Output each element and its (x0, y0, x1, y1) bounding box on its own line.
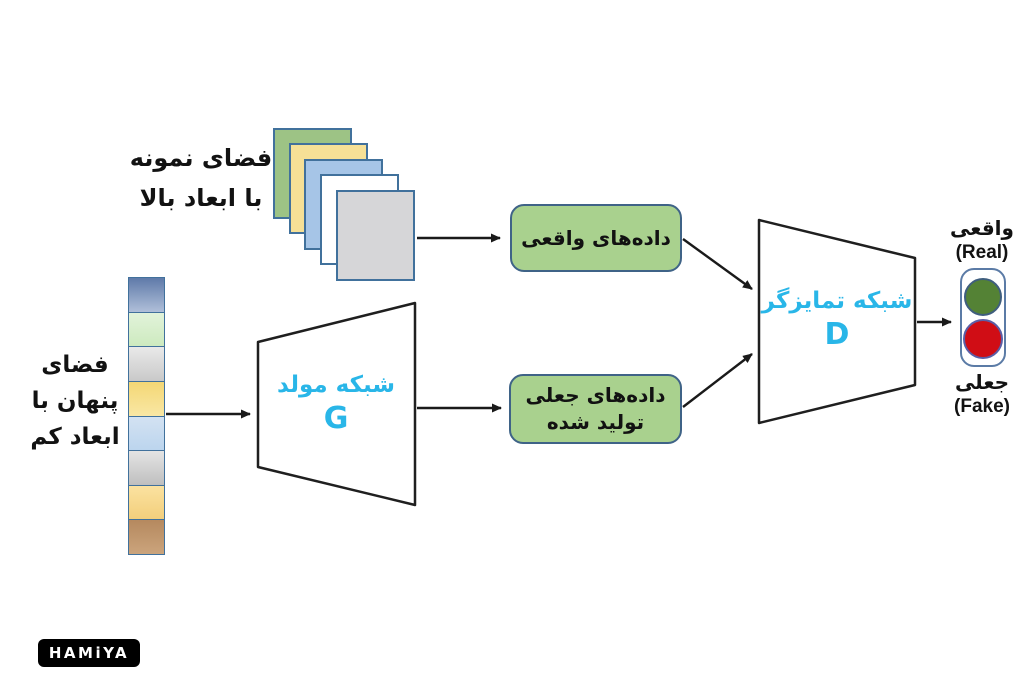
latent-space-label-line1: فضای (41, 352, 109, 378)
hamiya-logo-text: HAMiYA (48, 644, 130, 662)
fake-data-box-label-line1: داده‌های جعلی (525, 383, 666, 407)
output-fake-label: جعلی (Fake) (934, 370, 1024, 418)
generator-trapezoid (256, 301, 417, 507)
latent-cell (128, 311, 165, 348)
real-data-box-label: داده‌های واقعی (521, 225, 671, 250)
discriminator-trapezoid (757, 218, 917, 425)
output-fake-label-en: (Fake) (954, 396, 1010, 417)
latent-cell (128, 519, 165, 555)
latent-space-label: فضای پنهان با ابعاد کم (18, 347, 132, 455)
output-indicator (960, 268, 1006, 367)
latent-vector-column (128, 277, 165, 555)
sample-card-gray (336, 190, 415, 281)
generator-label: شبکه مولد G (260, 371, 412, 436)
arrow-real-box-to-discriminator (682, 238, 753, 290)
sample-space-label-line2: با ابعاد بالا (139, 184, 263, 212)
sample-space-label: فضای نمونه با ابعاد بالا (116, 138, 286, 218)
latent-cell (128, 415, 165, 452)
output-real-label-fa: واقعی (950, 216, 1014, 240)
latent-space-label-line3: ابعاد کم (30, 424, 120, 450)
arrow-fake-box-to-discriminator (682, 353, 753, 408)
real-light-circle (964, 278, 1002, 316)
latent-cell (128, 484, 165, 521)
generator-symbol: G (323, 401, 349, 436)
discriminator-title: شبکه تمایزگر (761, 288, 913, 314)
latent-space-label-line2: پنهان با (31, 388, 119, 414)
fake-data-box: داده‌های جعلی تولید شده (509, 374, 682, 444)
latent-cell (128, 346, 165, 382)
latent-cell (128, 450, 165, 486)
sample-images-stack (273, 128, 416, 282)
real-data-box: داده‌های واقعی (510, 204, 682, 272)
output-fake-label-fa: جعلی (954, 370, 1010, 394)
discriminator-symbol: D (824, 317, 850, 352)
latent-cell (128, 277, 165, 313)
sample-space-label-line1: فضای نمونه (129, 144, 273, 172)
hamiya-logo: HAMiYA (38, 639, 140, 667)
fake-light-circle (963, 319, 1003, 359)
fake-data-box-label-line2: تولید شده (546, 410, 645, 434)
generator-title: شبکه مولد (277, 372, 395, 398)
output-real-label: واقعی (Real) (934, 216, 1024, 264)
output-real-label-en: (Real) (955, 242, 1009, 263)
latent-cell (128, 380, 165, 417)
discriminator-label: شبکه تمایزگر D (758, 287, 916, 352)
